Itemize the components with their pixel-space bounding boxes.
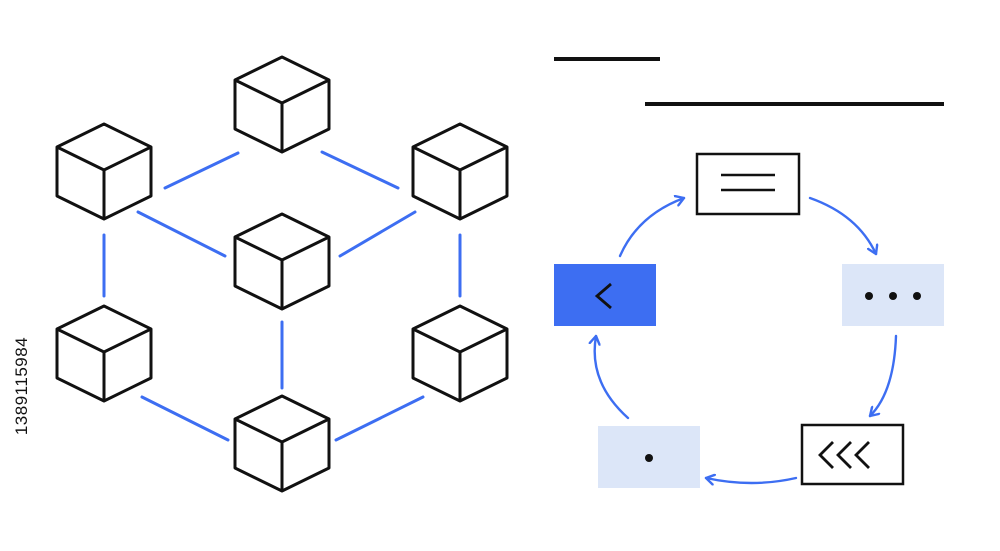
- triple-chevron-left-icon: [818, 441, 870, 469]
- dot-icon: [645, 454, 653, 462]
- link-left-center: [136, 210, 227, 258]
- link-left-top: [163, 151, 240, 190]
- stock-id-label: 1389115984: [12, 336, 32, 436]
- cycle-node-back: [554, 264, 656, 326]
- cube-bottom: [233, 394, 331, 493]
- link-right-center: [338, 210, 417, 258]
- link-bottom-right: [334, 395, 425, 442]
- link-top-right: [320, 150, 400, 190]
- header-lines: [554, 57, 944, 106]
- cycle-node-document: [695, 152, 801, 216]
- link-bottom-left: [140, 395, 230, 442]
- cycle-node-rewind: [800, 423, 905, 486]
- ellipsis-icon: [865, 292, 921, 300]
- cycle-arrow-4: [704, 478, 798, 483]
- cube-top: [233, 55, 331, 154]
- cube-right-bottom: [411, 304, 509, 403]
- cycle-node-ellipsis: [842, 264, 944, 326]
- network-cubes: [55, 55, 509, 493]
- cycle-node-dot: [598, 426, 700, 488]
- cube-center: [233, 212, 331, 311]
- cube-right-top: [411, 122, 509, 221]
- cycle-arrow-3: [868, 334, 898, 418]
- cycle-arrow-1: [618, 198, 686, 258]
- cube-left-top: [55, 122, 153, 221]
- text-lines-icon: [721, 173, 775, 192]
- network-links: [102, 150, 462, 442]
- stock-id-text: 1389115984: [10, 306, 34, 466]
- cycle-arrow-5: [595, 334, 630, 420]
- cycle-arrow-2: [808, 196, 876, 256]
- cube-left-bottom: [55, 304, 153, 403]
- cycle-arrows: [595, 196, 898, 483]
- chevron-left-icon: [594, 282, 612, 310]
